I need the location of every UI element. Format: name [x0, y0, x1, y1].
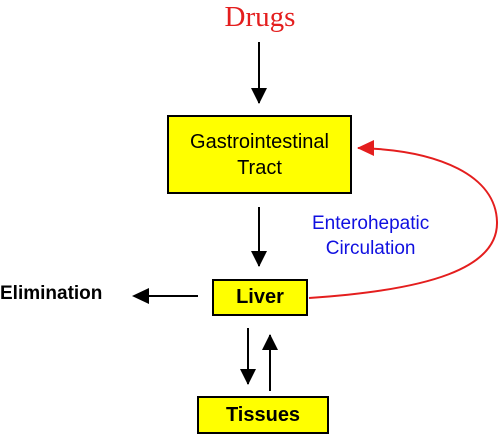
liver-label: Liver — [236, 286, 284, 308]
arrowhead-drugs-to-gi — [251, 88, 267, 104]
arrowhead-liver-to-tissues — [240, 369, 256, 385]
gi-label-line1: Gastrointestinal — [190, 130, 329, 153]
gi-label-line2: Tract — [237, 156, 282, 179]
ehc-label-line1: Enterohepatic — [312, 213, 430, 234]
tissues-box: Tissues — [197, 396, 329, 434]
drugs-title: Drugs — [224, 1, 296, 33]
arrowhead-gi-to-liver — [251, 251, 267, 267]
elimination-label: Elimination — [0, 283, 103, 304]
arrowhead-liver-to-elimination — [132, 288, 149, 304]
arrowhead-tissues-to-liver — [262, 334, 278, 350]
liver-box: Liver — [212, 279, 308, 316]
tissues-label: Tissues — [225, 403, 301, 426]
ehc-label-line2: Circulation — [325, 238, 416, 259]
enterohepatic-circulation-label: Enterohepatic Circulation — [312, 211, 429, 261]
arrow-enterohepatic-circulation — [308, 147, 499, 299]
gastrointestinal-tract-box: Gastrointestinal Tract — [167, 115, 352, 194]
arrowhead-enterohepatic-circulation — [357, 140, 374, 156]
